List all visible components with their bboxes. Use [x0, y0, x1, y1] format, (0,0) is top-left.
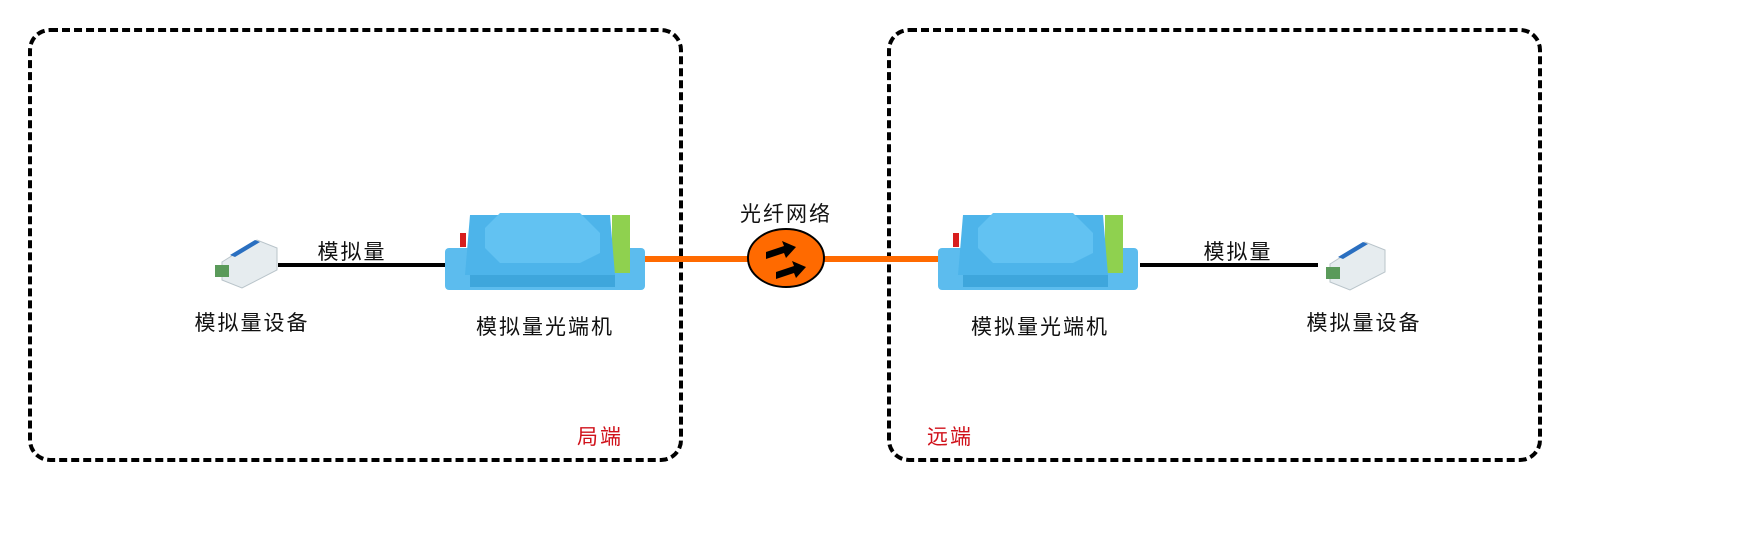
remote-end-label: 远端	[927, 425, 973, 449]
analog-device-right	[1326, 241, 1386, 291]
right-converter-label: 模拟量光端机	[971, 315, 1109, 339]
right-device-label: 模拟量设备	[1306, 311, 1422, 335]
network-label: 光纤网络	[740, 202, 832, 226]
local-end-region	[28, 28, 683, 462]
left-link-label: 模拟量	[317, 240, 387, 264]
left-device-label: 模拟量设备	[194, 311, 310, 335]
analog-device-left	[215, 239, 278, 289]
right-link-label: 模拟量	[1203, 240, 1273, 264]
analog-optical-converter-right	[938, 213, 1138, 290]
left-converter-label: 模拟量光端机	[476, 315, 614, 339]
remote-end-region	[887, 28, 1542, 462]
local-end-label: 局端	[577, 425, 623, 449]
fiber-network-icon	[747, 228, 825, 288]
analog-optical-converter-left	[445, 213, 645, 290]
